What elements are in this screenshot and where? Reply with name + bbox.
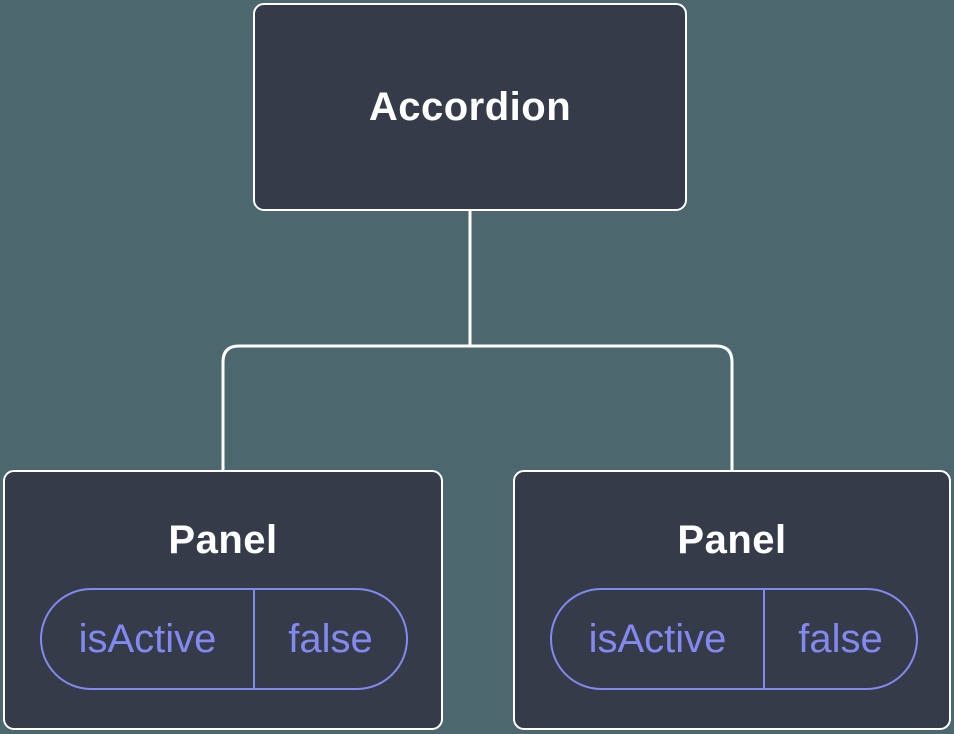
state-value-label: false — [253, 590, 406, 688]
panel-right-label: Panel — [677, 518, 787, 562]
state-key-label: isActive — [78, 616, 217, 661]
tree-node-accordion: Accordion — [253, 3, 687, 211]
state-value-label: false — [763, 590, 916, 688]
panel-left-state-pill: isActive false — [40, 588, 408, 690]
panel-left-label: Panel — [168, 518, 278, 562]
children-bracket-line — [221, 344, 734, 471]
accordion-node-label: Accordion — [368, 84, 572, 129]
state-key-label: isActive — [588, 616, 727, 661]
tree-node-panel-left: Panel isActive false — [3, 470, 443, 730]
panel-right-state-pill: isActive false — [550, 588, 918, 690]
tree-node-panel-right: Panel isActive false — [513, 470, 951, 730]
